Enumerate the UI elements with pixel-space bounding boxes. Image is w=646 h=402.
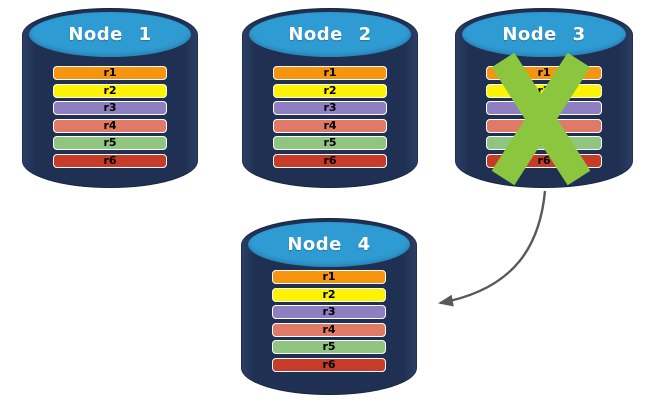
record-bar-r1: r1 (272, 270, 386, 284)
record-bar-r2: r2 (272, 287, 386, 302)
node-label: Node 3 (502, 24, 586, 45)
cylinder-top: Node 4 (248, 222, 410, 267)
node-3-cylinder: Node 3 r1 r2 r3 r4 r5 r6 (455, 8, 633, 188)
record-bar-r2: r2 (273, 83, 387, 98)
record-list: r1 r2 r3 r4 r5 r6 (273, 66, 387, 168)
record-bar-r4: r4 (53, 118, 167, 133)
record-bar-r2: r2 (53, 83, 167, 98)
record-list: r1 r2 r3 r4 r5 r6 (486, 66, 602, 168)
node-label: Node 1 (68, 24, 152, 45)
record-bar-r4: r4 (272, 322, 386, 337)
cylinder-top: Node 1 (29, 12, 191, 57)
record-bar-r1: r1 (273, 66, 387, 80)
record-bar-r5: r5 (486, 136, 602, 150)
record-list: r1 r2 r3 r4 r5 r6 (272, 270, 386, 372)
record-list: r1 r2 r3 r4 r5 r6 (53, 66, 167, 168)
record-bar-r4: r4 (486, 118, 602, 133)
record-bar-r6: r6 (273, 153, 387, 168)
record-bar-r1: r1 (53, 66, 167, 80)
record-bar-r5: r5 (53, 136, 167, 150)
node-label: Node 4 (287, 234, 371, 255)
record-bar-r5: r5 (273, 136, 387, 150)
record-bar-r1: r1 (486, 66, 602, 80)
record-bar-r3: r3 (486, 101, 602, 115)
cylinder-top: Node 3 (462, 12, 626, 57)
node-label: Node 2 (288, 24, 372, 45)
failover-arrow (438, 190, 547, 307)
record-bar-r3: r3 (53, 101, 167, 115)
record-bar-r3: r3 (273, 101, 387, 115)
record-bar-r5: r5 (272, 340, 386, 354)
record-bar-r4: r4 (273, 118, 387, 133)
record-bar-r6: r6 (272, 357, 386, 372)
record-bar-r2: r2 (486, 83, 602, 98)
record-bar-r6: r6 (53, 153, 167, 168)
node-4-cylinder: Node 4 r1 r2 r3 r4 r5 r6 (241, 218, 417, 395)
record-bar-r3: r3 (272, 305, 386, 319)
node-2-cylinder: Node 2 r1 r2 r3 r4 r5 r6 (242, 8, 418, 188)
node-1-cylinder: Node 1 r1 r2 r3 r4 r5 r6 (22, 8, 198, 188)
record-bar-r6: r6 (486, 153, 602, 168)
cylinder-top: Node 2 (249, 12, 411, 57)
